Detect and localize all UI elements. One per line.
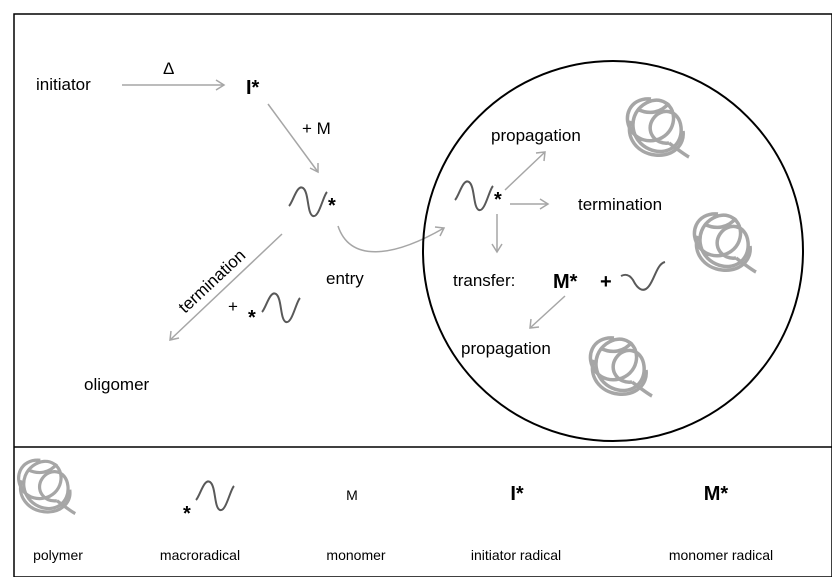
legend-monomer-radical-label: monomer radical: [669, 547, 773, 563]
propagation-label-top: propagation: [491, 126, 581, 145]
legend-monomer-symbol: M: [346, 487, 358, 503]
propagation-arrow-top: [504, 151, 546, 191]
aqueous-radical-star: *: [328, 195, 336, 217]
macroradical-particle: [454, 180, 494, 212]
entry-label: entry: [326, 269, 364, 288]
termination-arrow: [169, 233, 283, 341]
initiation-arrow: [122, 79, 226, 91]
legend-polymer-label: polymer: [33, 547, 83, 563]
polymer-particle: [422, 60, 804, 442]
legend-polymer-icon: [17, 458, 77, 516]
transfer-plus-sign: +: [600, 271, 612, 293]
propagation-arrow-bottom: [529, 295, 566, 329]
transfer-monomer-radical: M*: [553, 271, 578, 293]
oligomer-label: oligomer: [84, 375, 150, 394]
transfer-dead-chain: [620, 261, 666, 291]
termination-label-particle: termination: [578, 195, 662, 214]
plus-monomer-label: + M: [302, 119, 331, 138]
particle-radical-star: *: [494, 189, 502, 211]
plus-sign-aqueous: +: [228, 297, 238, 316]
legend-initiator-radical-symbol: I*: [510, 483, 524, 505]
entry-arrow: [337, 225, 446, 253]
add-monomer-arrow: [267, 103, 319, 174]
legend-macroradical-icon: [195, 480, 235, 512]
legend-initiator-radical-label: initiator radical: [471, 547, 561, 563]
propagation-label-bottom: propagation: [461, 339, 551, 358]
polymer-coil-top: [625, 97, 691, 159]
polymer-coil-bottom: [588, 336, 654, 398]
initiator-radical: I*: [246, 77, 260, 99]
oligomer-radical-star: *: [248, 307, 256, 329]
heat-symbol: Δ: [163, 59, 174, 78]
initiator-label: initiator: [36, 75, 91, 94]
reacting-macroradical: [261, 292, 301, 324]
polymer-coil-right: [692, 212, 758, 274]
legend-monomer-radical-symbol: M*: [704, 483, 729, 505]
termination-arrow-particle: [510, 198, 550, 210]
outer-frame: [13, 13, 832, 577]
termination-label-aqueous: termination: [175, 246, 249, 317]
legend-macroradical-star: *: [183, 503, 191, 525]
macroradical-aqueous: [288, 186, 328, 218]
legend-macroradical-label: macroradical: [160, 547, 240, 563]
transfer-label: transfer:: [453, 271, 515, 290]
transfer-arrow: [491, 214, 503, 254]
legend: polymer * macroradical M monomer I* init…: [17, 458, 773, 563]
legend-monomer-label: monomer: [326, 547, 385, 563]
